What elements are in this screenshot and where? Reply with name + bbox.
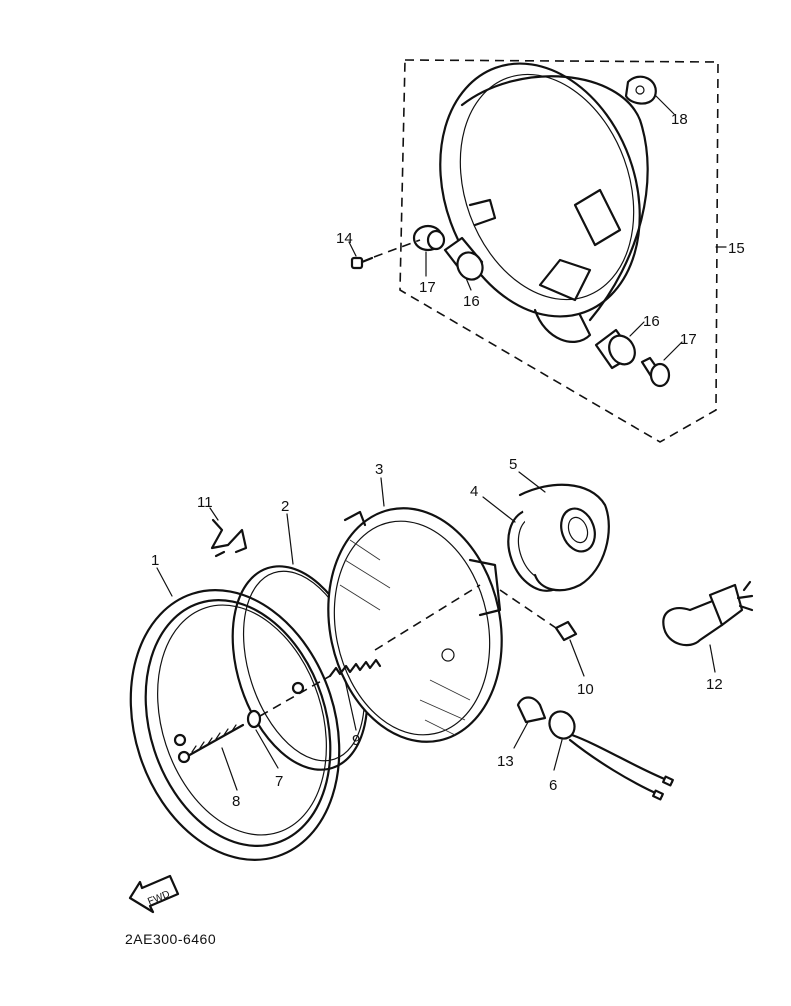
label-3: 3 (375, 461, 383, 478)
label-7: 7 (275, 773, 283, 790)
part-7-washer (246, 709, 262, 729)
label-13: 13 (497, 753, 514, 770)
lens-hatching (339, 539, 471, 736)
part-1-rim (129, 589, 341, 861)
label-11: 11 (197, 494, 213, 511)
label-17-left: 17 (419, 279, 436, 296)
part-8-screw (177, 723, 245, 764)
part-13-bulb (516, 696, 547, 724)
headlight-housing (439, 62, 649, 343)
part-10-nut (499, 589, 578, 642)
part-17-collar-right (640, 356, 671, 388)
part-12-bulb (662, 580, 754, 647)
label-1: 1 (151, 552, 159, 569)
label-14: 14 (336, 230, 353, 247)
part-18-grommet (624, 75, 657, 105)
assembly-15-dashed-outline (399, 59, 719, 443)
label-8: 8 (232, 793, 240, 810)
part-11-clip (210, 518, 248, 558)
label-2: 2 (281, 498, 289, 515)
label-4: 4 (470, 483, 478, 500)
fwd-arrow-icon: FWD (128, 874, 180, 914)
part-6-socket-wires (548, 710, 674, 801)
leader-lines (156, 95, 716, 791)
label-5: 5 (509, 456, 517, 473)
drawing-code: 2AE300-6460 (125, 931, 216, 947)
part-5-socket-cover (518, 483, 610, 592)
label-12: 12 (706, 676, 723, 693)
label-17-right: 17 (680, 331, 697, 348)
part-16-damper-left (443, 236, 484, 281)
label-6: 6 (549, 777, 557, 794)
rim-screw-hole-icon (173, 733, 187, 747)
part-9-spring (259, 584, 481, 717)
part-14-bolt (350, 239, 421, 270)
part-17-collar-left (412, 224, 446, 252)
part-16-damper-right (594, 328, 636, 370)
rim-screw-hole-icon (291, 681, 305, 695)
label-16-right: 16 (643, 313, 660, 330)
label-15: 15 (728, 240, 745, 257)
label-16-left: 16 (463, 293, 480, 310)
label-9: 9 (352, 732, 360, 749)
label-10: 10 (577, 681, 594, 698)
label-18: 18 (671, 111, 688, 128)
part-labels: 1 2 3 4 5 6 7 8 9 10 11 12 13 14 15 16 1… (151, 111, 745, 810)
